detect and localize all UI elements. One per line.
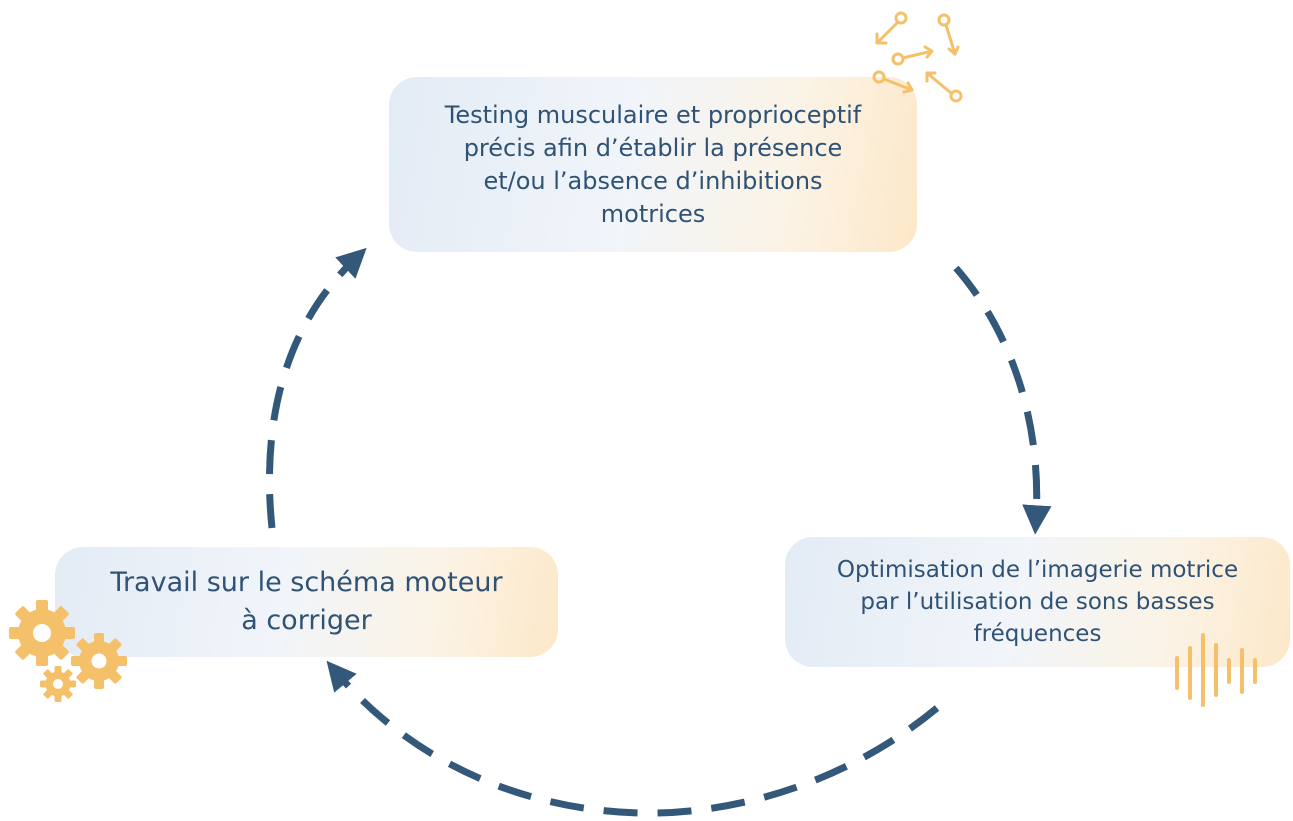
arrow-top-to-right <box>953 265 1052 535</box>
network-arrows-icon <box>872 11 963 103</box>
soundwave-icon <box>1175 633 1257 707</box>
step-text-left: Travail sur le schéma moteur à corriger <box>110 567 503 636</box>
step-box-left: Travail sur le schéma moteur à corriger <box>55 547 558 657</box>
arrow-left-to-top <box>265 247 367 529</box>
step-box-right: Optimisation de l’imagerie motrice par l… <box>785 537 1290 667</box>
arrow-right-to-left <box>326 660 940 817</box>
gears-icon <box>9 600 127 702</box>
step-text-right: Optimisation de l’imagerie motrice par l… <box>836 557 1239 647</box>
step-box-top: Testing musculaire et proprioceptif préc… <box>389 77 917 252</box>
step-text-top: Testing musculaire et proprioceptif préc… <box>444 100 862 228</box>
